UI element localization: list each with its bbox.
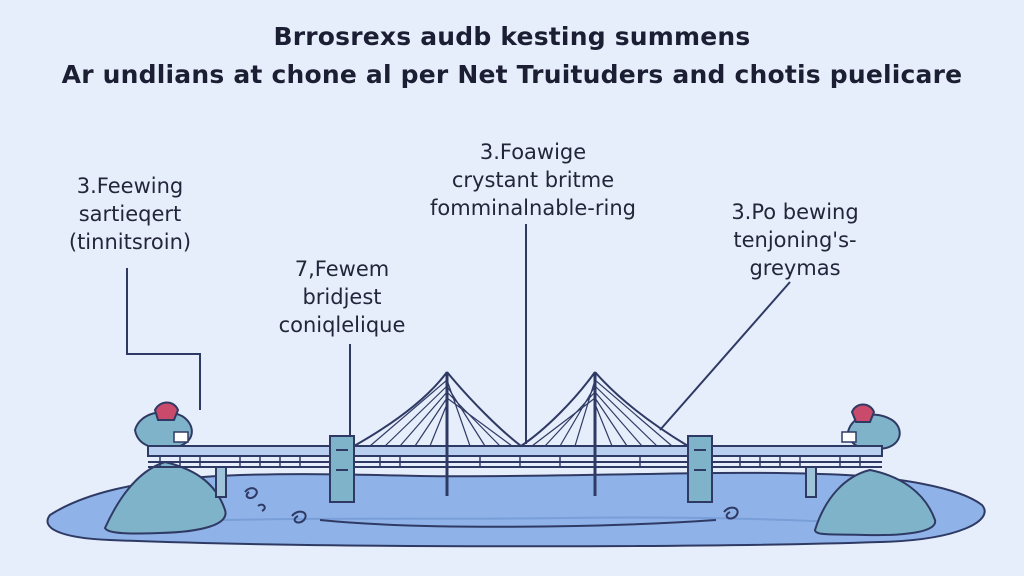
label-right-line-1: 3.Po bewing (731, 200, 859, 224)
label-right-line-3: greymas (749, 256, 841, 280)
bridge-piers (215, 466, 817, 498)
leader-lines (126, 224, 791, 444)
label-center-line-1: 3.Foawige (479, 140, 587, 164)
diagram-title-line-2: Ar undlians at chone al per Net Truitude… (61, 60, 963, 89)
main-cables (353, 371, 689, 448)
deck-railing (159, 456, 861, 466)
water-swirls (244, 487, 739, 528)
bridge-towers (329, 435, 713, 503)
label-left-line-1: 3.Feewing (76, 174, 184, 198)
label-mid-left-line-1: 7,Fewem (294, 257, 390, 281)
leader-line-right (659, 281, 791, 431)
label-mid-left: 7,Fewem bridjest coniqlelique (262, 255, 422, 339)
label-center-line-2: crystant britme (451, 168, 615, 192)
left-island (103, 401, 227, 535)
label-left: 3.Feewing sartieqert (tinnitsroin) (50, 172, 210, 256)
label-right: 3.Po bewing tenjoning's- greymas (710, 198, 880, 282)
diagram-title-line-1: Brrosrexs audb kesting summens (273, 22, 751, 51)
right-island (813, 403, 937, 537)
label-left-line-3: (tinnitsroin) (68, 230, 192, 254)
label-center-line-3: fomminalnable-ring (430, 196, 636, 220)
label-left-line-2: sartieqert (78, 202, 182, 226)
hanger-cables (369, 379, 673, 447)
leader-line-left (126, 268, 201, 410)
label-center: 3.Foawige crystant britme fomminalnable-… (423, 138, 643, 222)
label-mid-left-line-2: bridjest (302, 285, 382, 309)
label-right-line-2: tenjoning's- (733, 228, 857, 252)
label-mid-left-line-3: coniqlelique (278, 313, 406, 337)
water (46, 471, 986, 548)
bridge-deck (147, 445, 883, 468)
